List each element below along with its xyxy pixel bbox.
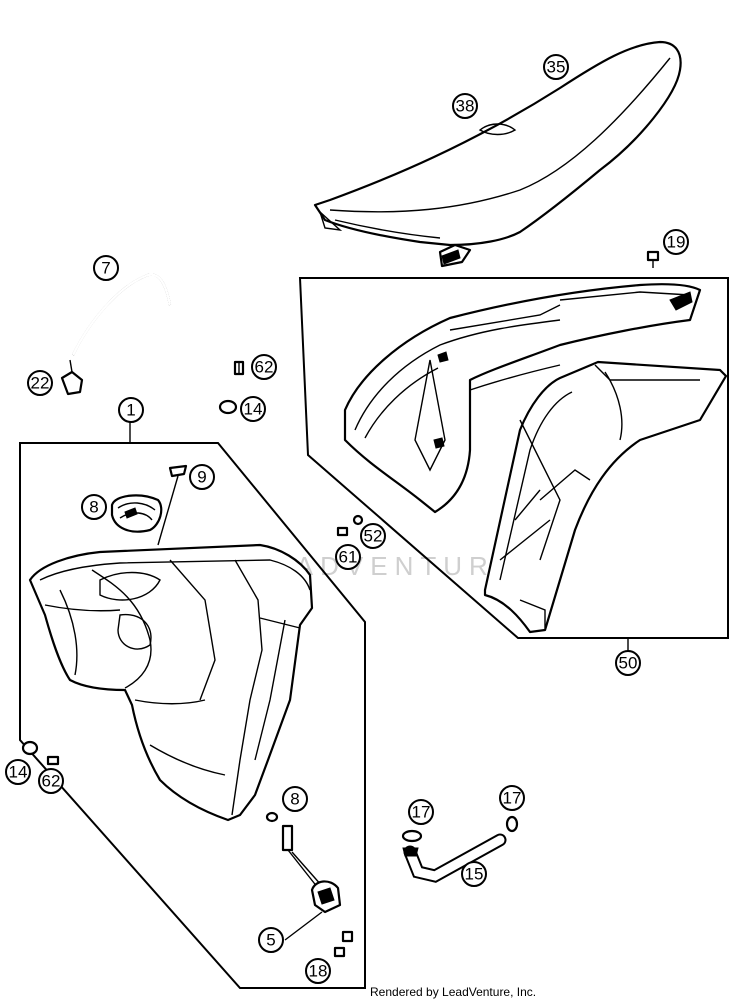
callout-8-bottom[interactable]: 8 — [282, 786, 308, 812]
svg-text:19: 19 — [667, 233, 686, 252]
spoiler-left[interactable] — [343, 283, 702, 514]
svg-text:35: 35 — [547, 58, 566, 77]
svg-text:1: 1 — [126, 401, 135, 420]
fuel-tank[interactable] — [28, 543, 314, 822]
fuel-tank-frame — [19, 442, 366, 989]
small-bolt-lower[interactable] — [46, 755, 60, 766]
callout-22[interactable]: 22 — [27, 370, 53, 396]
callout-61[interactable]: 61 — [335, 544, 361, 570]
callout-8-top[interactable]: 8 — [81, 494, 107, 520]
small-bolt[interactable] — [233, 360, 245, 376]
callout-62-bottom[interactable]: 62 — [38, 768, 64, 794]
svg-text:62: 62 — [255, 358, 274, 377]
spoiler-right[interactable] — [483, 360, 728, 634]
callout-19[interactable]: 19 — [663, 229, 689, 255]
callout-35[interactable]: 35 — [543, 54, 569, 80]
nut-lower[interactable] — [21, 740, 39, 756]
screw-set[interactable] — [336, 514, 364, 537]
svg-text:8: 8 — [290, 790, 299, 809]
callout-14-top[interactable]: 14 — [240, 396, 266, 422]
fuel-hose[interactable] — [401, 815, 519, 883]
callout-14-bottom[interactable]: 14 — [5, 759, 31, 785]
callout-52[interactable]: 52 — [360, 523, 386, 549]
svg-text:52: 52 — [364, 527, 383, 546]
callout-9[interactable]: 9 — [189, 464, 215, 490]
svg-text:50: 50 — [619, 654, 638, 673]
callout-17-right[interactable]: 17 — [499, 785, 525, 811]
svg-text:5: 5 — [266, 931, 275, 950]
vent-hose[interactable] — [60, 273, 172, 396]
svg-text:15: 15 — [465, 865, 484, 884]
svg-text:61: 61 — [339, 548, 358, 567]
callout-62-top[interactable]: 62 — [251, 354, 277, 380]
svg-text:18: 18 — [309, 962, 328, 981]
svg-text:62: 62 — [42, 772, 61, 791]
svg-text:14: 14 — [9, 763, 28, 782]
callout-38[interactable]: 38 — [452, 93, 478, 119]
nut[interactable] — [218, 399, 238, 415]
callout-17-left[interactable]: 17 — [408, 799, 434, 825]
callout-50[interactable]: 50 — [615, 650, 641, 676]
callout-15[interactable]: 15 — [461, 861, 487, 887]
fuel-tap-assembly[interactable] — [265, 811, 354, 958]
tank-cap-assembly[interactable] — [110, 494, 163, 533]
svg-text:17: 17 — [503, 789, 522, 808]
svg-text:9: 9 — [197, 468, 206, 487]
fuel-cap[interactable] — [157, 464, 188, 546]
svg-text:38: 38 — [456, 97, 475, 116]
spoiler-set-frame — [298, 277, 729, 639]
svg-text:17: 17 — [412, 803, 431, 822]
callout-18[interactable]: 18 — [305, 958, 331, 984]
svg-text:22: 22 — [31, 374, 50, 393]
callout-5[interactable]: 5 — [258, 927, 284, 953]
callout-1[interactable]: 1 — [118, 397, 144, 423]
callout-7[interactable]: 7 — [93, 255, 119, 281]
svg-text:8: 8 — [89, 498, 98, 517]
svg-text:14: 14 — [244, 400, 263, 419]
seat[interactable] — [313, 40, 682, 268]
bolt[interactable] — [646, 250, 660, 268]
render-credit: Rendered by LeadVenture, Inc. — [370, 985, 537, 999]
svg-text:7: 7 — [101, 259, 110, 278]
